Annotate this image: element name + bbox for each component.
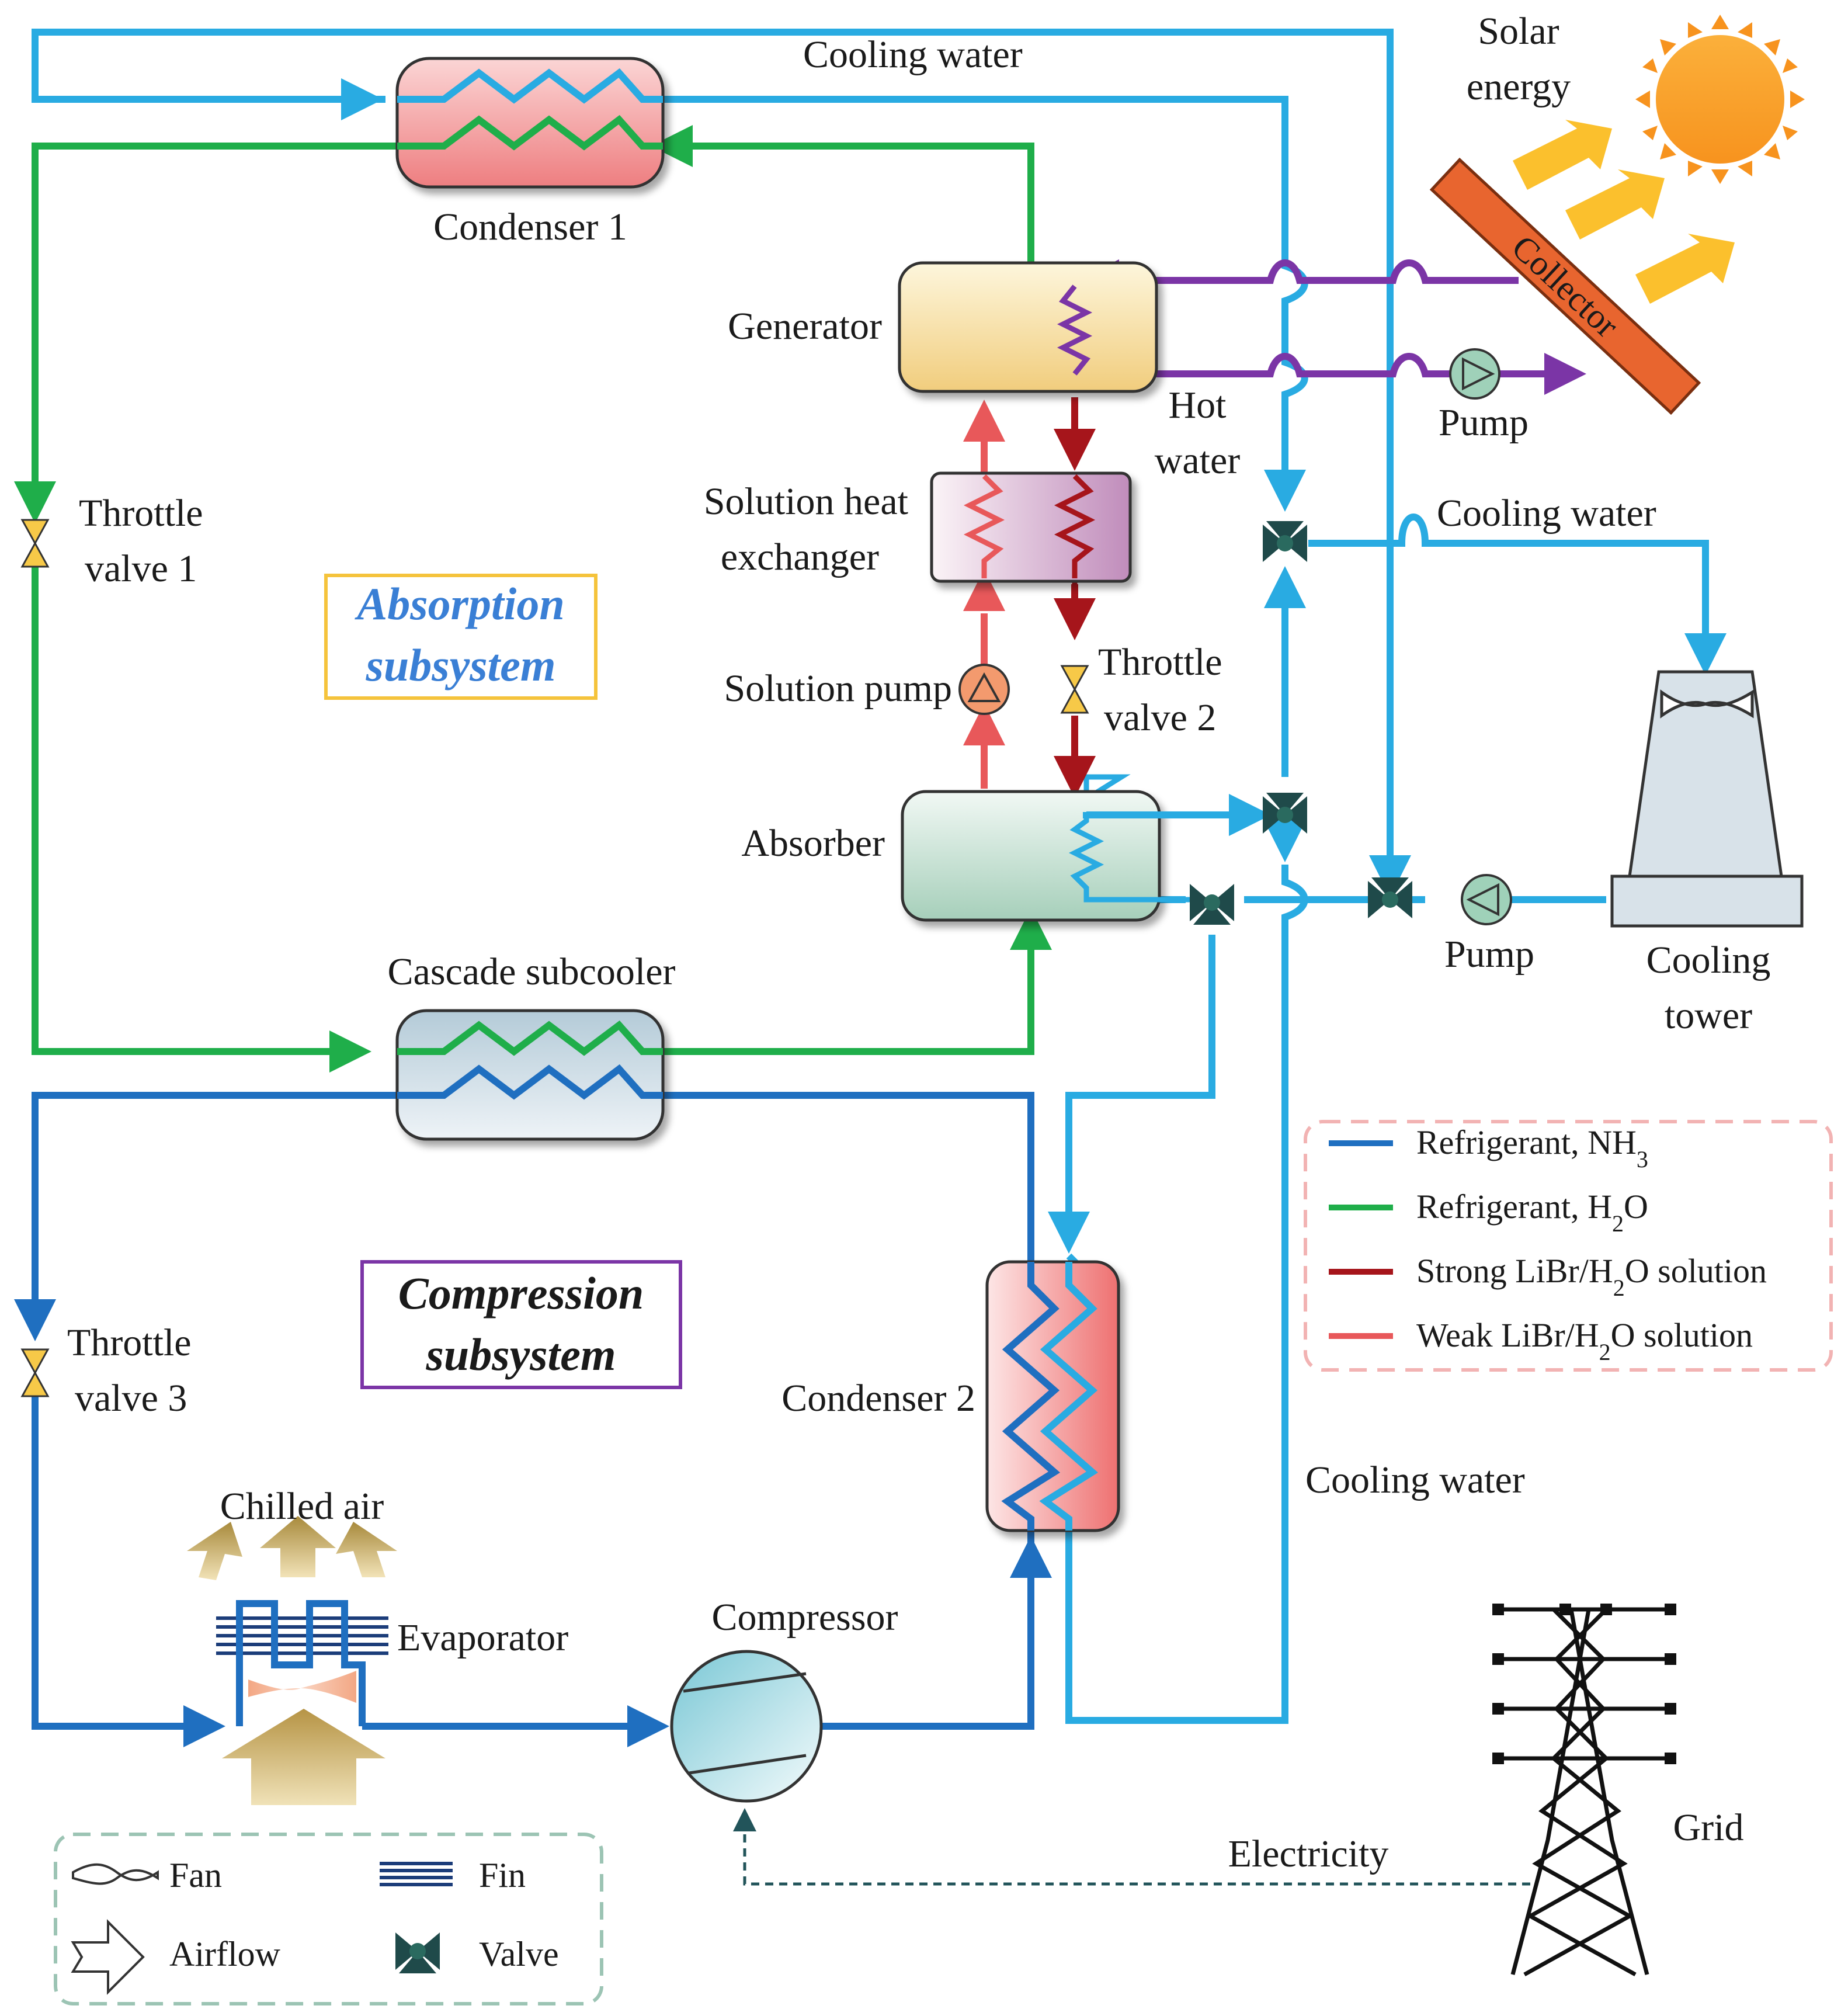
fin-icon: [216, 1616, 388, 1655]
valve-tower: [1368, 877, 1412, 918]
compressor: [670, 1650, 823, 1803]
legend-label-1: Refrigerant, H2O: [1416, 1188, 1648, 1237]
solution-hx-label-1: Solution heat: [704, 480, 908, 523]
absorber: [901, 790, 1271, 922]
compression-subsystem-box: Compression subsystem: [360, 1260, 682, 1389]
evaporator-label: Evaporator: [397, 1616, 568, 1659]
electricity-label: Electricity: [1228, 1833, 1389, 1875]
evaporator-fan-icon: [248, 1671, 356, 1703]
throttle-valve-2: [1061, 665, 1089, 714]
pump-mid-label: Pump: [1444, 933, 1534, 976]
hot-water-label-2: water: [1155, 439, 1241, 482]
solar-label-1: Solar: [1478, 10, 1559, 53]
absorption-title-2: subsystem: [365, 640, 555, 690]
tower-fan-icon: [1660, 689, 1754, 719]
legend-fan-icon: [72, 1863, 159, 1885]
grid-tower-icon: [1492, 1604, 1676, 1977]
absorber-label: Absorber: [741, 822, 885, 865]
cooling-tower-label-2: tower: [1665, 994, 1752, 1037]
absorption-title-1: Absorption: [354, 578, 564, 629]
cooling-tower-label-1: Cooling: [1646, 939, 1771, 981]
generator-label: Generator: [728, 305, 882, 348]
throttle-3-label-1: Throttle: [67, 1321, 192, 1364]
compression-title-1: Compression: [398, 1268, 644, 1318]
throttle-2-label-1: Throttle: [1098, 641, 1222, 683]
generator: [898, 261, 1158, 393]
sun-icon: [1635, 15, 1805, 184]
solution-pump-label: Solution pump: [724, 667, 952, 710]
grid-label: Grid: [1673, 1806, 1744, 1849]
condenser-1: [304, 57, 665, 189]
solar-label-2: energy: [1467, 65, 1571, 108]
evaporator: [187, 1516, 397, 1805]
legend-fan-label: Fan: [169, 1856, 222, 1894]
pump-cooling-water: [1461, 874, 1512, 925]
valve-middle: [1263, 793, 1307, 834]
solution-hx-label-2: exchanger: [721, 536, 879, 578]
throttle-valve-3: [21, 1348, 49, 1397]
pump-top-label: Pump: [1439, 401, 1529, 444]
cascade-subcooler-label: Cascade subcooler: [388, 950, 676, 993]
pump-hot-water: [1449, 348, 1500, 400]
cooling-water-top-label: Cooling water: [803, 33, 1023, 76]
condenser-1-label: Condenser 1: [433, 206, 627, 248]
legend-fin-label: Fin: [479, 1856, 526, 1894]
legend-label-3: Weak LiBr/H2O solution: [1416, 1316, 1753, 1365]
valve-lower: [1190, 884, 1234, 925]
cascade-subcooler: [395, 1009, 665, 1141]
cooling-water-bottom-label: Cooling water: [1305, 1459, 1525, 1501]
throttle-1-label-2: valve 1: [85, 547, 197, 590]
compressor-label: Compressor: [712, 1596, 898, 1639]
throttle-1-label-1: Throttle: [79, 492, 203, 535]
absorption-subsystem-box: Absorption subsystem: [324, 574, 598, 700]
throttle-3-label-2: valve 3: [75, 1377, 187, 1420]
legend-valve-label: Valve: [479, 1935, 559, 1973]
solar-rays-icon: [1513, 120, 1735, 304]
legend-label-2: Strong LiBr/H2O solution: [1416, 1252, 1767, 1301]
compression-title-2: subsystem: [425, 1329, 616, 1380]
electricity-line: [733, 1808, 1530, 1886]
nh3-refrigerant-pipes: [14, 1092, 1060, 1747]
throttle-valve-1: [21, 519, 49, 568]
cooling-tower: [1610, 670, 1804, 928]
h2o-refrigerant-pipes: [14, 125, 1052, 1073]
condenser-2: [985, 1260, 1120, 1532]
chilled-air-arrows-icon: [187, 1516, 397, 1580]
legend-fin-icon: [380, 1862, 453, 1886]
hot-water-label-1: Hot: [1169, 384, 1227, 426]
legend-airflow-label: Airflow: [169, 1935, 281, 1973]
collector-label: Collector: [1505, 228, 1626, 345]
cooling-water-right-label: Cooling water: [1437, 492, 1656, 535]
throttle-2-label-2: valve 2: [1104, 696, 1216, 739]
chilled-air-label: Chilled air: [220, 1485, 384, 1528]
legend-label-0: Refrigerant, NH3: [1416, 1123, 1648, 1172]
solution-pipes: [963, 397, 1096, 798]
solution-pump: [958, 664, 1010, 715]
legend-airflow-icon: [71, 1919, 145, 1995]
symbol-legend: Fan Fin Airflow Valve: [54, 1833, 603, 2005]
solution-heat-exchanger: [930, 471, 1132, 583]
condenser-2-label: Condenser 2: [781, 1377, 975, 1420]
valve-upper: [1263, 521, 1307, 562]
